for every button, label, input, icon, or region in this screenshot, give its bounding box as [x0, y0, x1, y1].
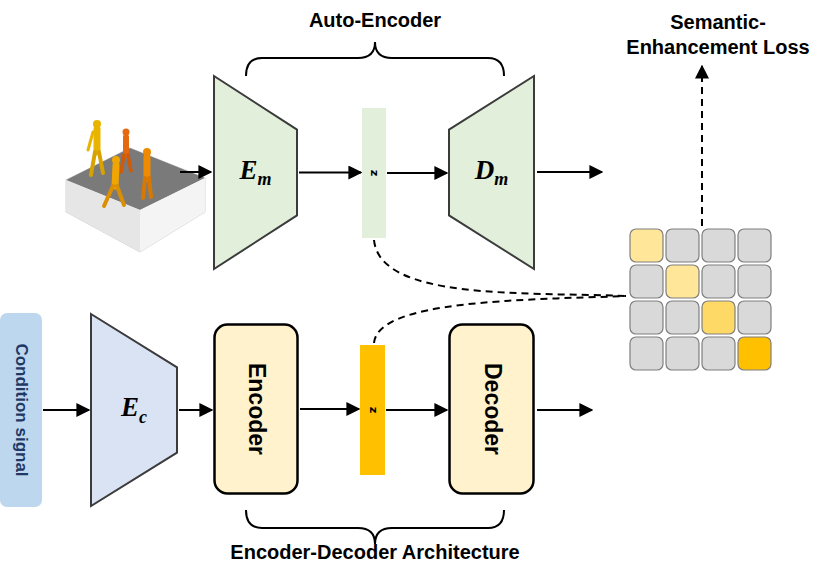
latent-outline [362, 108, 386, 238]
input-box: Condition signal [0, 313, 42, 507]
matrix-cell [630, 229, 663, 262]
box-outline [450, 325, 534, 494]
input-arrow [180, 171, 211, 173]
matrix-cell [666, 229, 699, 262]
bottom-brace [246, 510, 504, 544]
symbol-subscript: m [258, 169, 272, 189]
symbol-letter: D [475, 155, 495, 185]
group-title: Encoder-Decoder Architecture [190, 540, 560, 565]
decoder-trapezoid: Dm [448, 75, 535, 270]
matrix-cell [702, 337, 735, 370]
box-label: Decoder [478, 363, 505, 455]
flow-arrow [43, 409, 89, 411]
matrix-cell [630, 337, 663, 370]
symbol-label: Dm [475, 155, 509, 190]
matrix-cell [630, 265, 663, 298]
trapezoid-outline [449, 76, 534, 269]
scene-illustration [66, 120, 205, 252]
matrix-cell [738, 301, 771, 334]
latent-vector: z [362, 108, 386, 238]
symbol-subscript: m [494, 169, 508, 189]
flow-arrow [179, 409, 212, 411]
process-box: Encoder [213, 323, 299, 495]
symbol-label: Em [239, 155, 271, 190]
matrix-cell [702, 301, 735, 334]
latent-vector: z [360, 345, 385, 475]
symbol-subscript: c [139, 407, 147, 427]
box-label: Encoder [243, 363, 270, 455]
matrix-cell [666, 265, 699, 298]
trapezoid-outline [214, 76, 297, 269]
flow-arrow [300, 408, 359, 410]
matrix-cell [738, 229, 771, 262]
output-arrow [537, 409, 592, 411]
loss-label: Semantic-Enhancement Loss [612, 10, 824, 60]
matrix-cell [738, 337, 771, 370]
flow-arrow [387, 172, 447, 174]
matrix-cell [702, 229, 735, 262]
box-outline [215, 325, 298, 494]
latent-label: z [368, 170, 381, 176]
encoder-trapezoid: Em [213, 75, 298, 270]
symbol-letter: E [121, 392, 139, 422]
loss-arrow [701, 66, 703, 226]
group-title: Auto-Encoder [255, 8, 495, 33]
flow-arrow [386, 409, 447, 411]
matrix-cell [738, 265, 771, 298]
flow-arrow [299, 172, 361, 174]
box-outline [0, 313, 42, 507]
output-arrow [537, 171, 602, 173]
process-box: Decoder [448, 323, 535, 495]
symbol-label: Ec [121, 392, 147, 427]
latent-label: z [366, 407, 379, 413]
trapezoid-outline [91, 314, 177, 506]
similarity-matrix [630, 229, 771, 370]
latent-outline [360, 345, 385, 475]
box-label: Condition signal [11, 343, 31, 476]
matrix-cell [702, 265, 735, 298]
top-brace [246, 42, 504, 76]
matrix-cell [630, 301, 663, 334]
matrix-cell [666, 337, 699, 370]
symbol-letter: E [239, 155, 257, 185]
matrix-cell [666, 301, 699, 334]
encoder-trapezoid: Ec [90, 313, 178, 507]
